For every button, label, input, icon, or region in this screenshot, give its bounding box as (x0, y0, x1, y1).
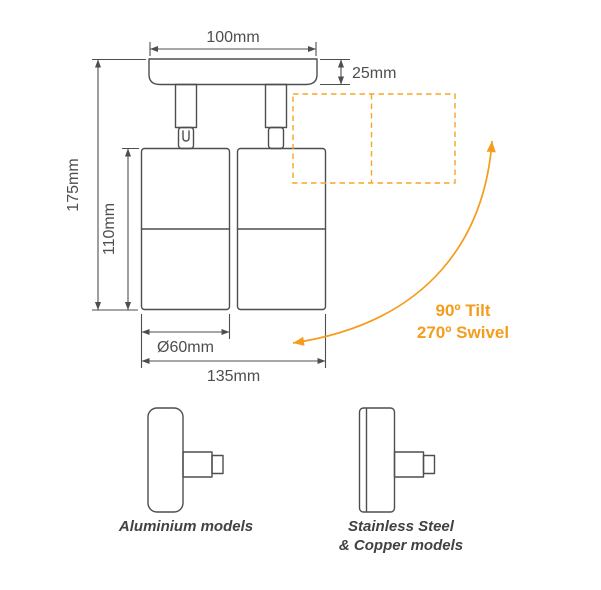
right-arm (264, 83, 288, 150)
right-stem (264, 83, 288, 129)
dim-body-height-label: 110mm (101, 203, 118, 255)
left-stem (174, 83, 198, 129)
left-knuckle (177, 126, 195, 150)
ghost-body (292, 93, 456, 184)
stainless-label-line1: Stainless Steel (348, 518, 455, 535)
dim-plate-depth-label: 25mm (352, 65, 396, 82)
dim-body-diameter-label: Ø60mm (157, 339, 214, 356)
aluminium-body (147, 407, 184, 513)
stainless-stem (393, 451, 425, 478)
aluminium-stem (182, 451, 213, 478)
stainless-stem-cap (422, 454, 436, 475)
aluminium-stem-cap (211, 454, 224, 475)
dimension-plate-width: 100mm (149, 29, 317, 56)
mounting-plate (148, 58, 318, 86)
stainless-side-view: Stainless Steel & Copper models (339, 407, 463, 554)
dim-overall-width-label: 135mm (207, 368, 260, 385)
stainless-label-line2: & Copper models (339, 537, 463, 554)
left-knuckle-slot (182, 130, 190, 142)
dimension-plate-depth: 25mm (320, 58, 396, 86)
right-knuckle (267, 126, 285, 150)
aluminium-label: Aluminium models (118, 518, 253, 535)
aluminium-side-view: Aluminium models (118, 407, 253, 535)
left-arm (174, 83, 198, 150)
tilt-ghost-outline (292, 93, 456, 184)
dimension-body-diameter: Ø60mm (140, 314, 231, 368)
tilt-label: 90º Tilt (435, 301, 490, 320)
swivel-arc (292, 140, 496, 346)
dimension-body-height: 110mm (101, 147, 139, 310)
dimension-overall-height: 175mm (65, 58, 146, 311)
dim-overall-height-label: 175mm (65, 158, 82, 211)
swivel-label: 270º Swivel (417, 323, 509, 342)
dim-plate-width-label: 100mm (206, 29, 259, 46)
stainless-body (358, 407, 396, 513)
front-view (140, 58, 327, 311)
rotation-annotation: 90º Tilt 270º Swivel (292, 140, 509, 346)
